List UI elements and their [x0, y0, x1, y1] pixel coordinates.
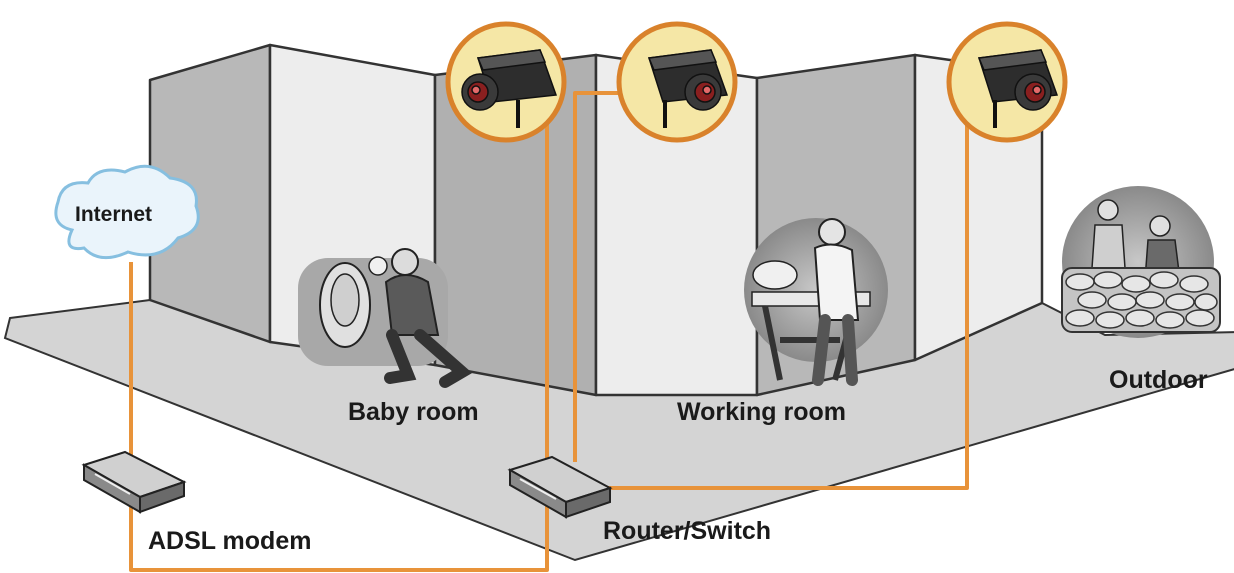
walls	[148, 43, 1044, 397]
router-switch-label: Router/Switch	[603, 517, 772, 545]
person-icon	[391, 248, 419, 276]
cloud-icon	[54, 164, 200, 260]
ip-camera-icon	[977, 49, 1059, 128]
ip-camera-2	[616, 21, 738, 143]
adsl-modem-label: ADSL modem	[148, 527, 312, 555]
baby-room-scene	[298, 248, 473, 388]
router-icon	[507, 455, 613, 519]
outdoor-label: Outdoor	[1109, 366, 1208, 394]
internet-label: Internet	[75, 203, 153, 226]
network-cables	[129, 91, 969, 572]
ip-camera-1	[445, 21, 567, 143]
ip-camera-icon	[461, 49, 558, 128]
outdoor-scene	[1061, 186, 1221, 338]
cable-router-cam2	[573, 91, 620, 462]
baby-room-label: Baby room	[348, 398, 479, 426]
ip-camera-icon	[647, 49, 729, 128]
modem-icon	[81, 450, 187, 514]
cable-internet-modem	[129, 122, 549, 572]
working-room-scene	[744, 218, 888, 386]
cable-router-cam3	[600, 122, 969, 490]
ip-camera-3	[946, 21, 1068, 143]
working-room-label: Working room	[677, 398, 846, 426]
